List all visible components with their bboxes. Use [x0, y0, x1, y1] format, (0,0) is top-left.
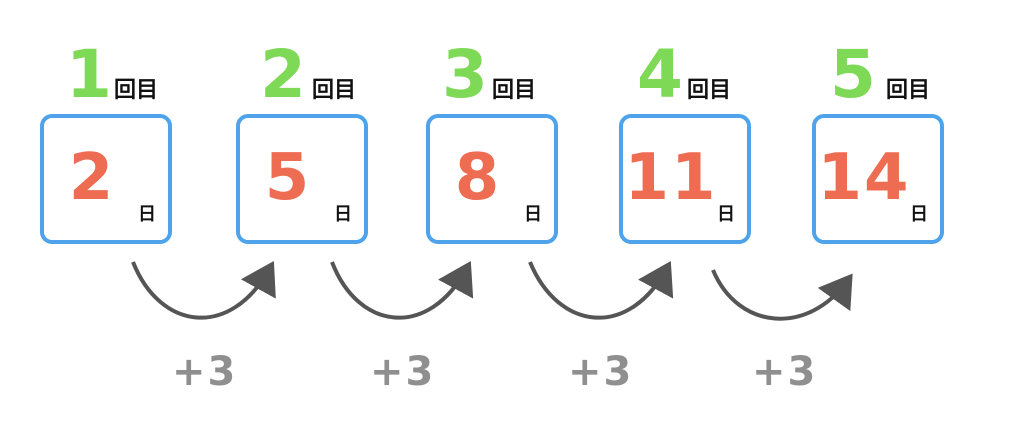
- step-2: 2 回目 5 日: [236, 0, 416, 250]
- day-number: 2: [68, 141, 116, 215]
- increment-label-2: +3: [370, 349, 436, 395]
- ordinal-unit: 回目: [886, 78, 931, 103]
- increment-label-1: +3: [172, 349, 238, 395]
- day-box: 5 日: [236, 114, 368, 244]
- step-5: 5 回目 14 日: [812, 0, 992, 250]
- step-3: 3 回目 8 日: [426, 0, 606, 250]
- transition-arrow-3: [528, 260, 674, 320]
- step-4: 4 回目 11 日: [619, 0, 799, 250]
- ordinal-number: 1: [66, 36, 112, 113]
- day-unit: 日: [524, 204, 542, 225]
- ordinal-number: 5: [830, 36, 876, 113]
- ordinal-unit: 回目: [312, 78, 357, 103]
- increment-label-3: +3: [568, 349, 634, 395]
- ordinal-number: 4: [637, 36, 683, 113]
- day-number: 5: [264, 141, 312, 215]
- transition-arrow-2: [330, 260, 474, 320]
- day-number: 11: [624, 141, 718, 215]
- ordinal-unit: 回目: [114, 78, 159, 103]
- increment-label-4: +3: [752, 349, 818, 395]
- day-box: 2 日: [40, 114, 172, 244]
- transition-arrow-4: [711, 269, 853, 321]
- day-box: 14 日: [812, 114, 944, 244]
- day-unit: 日: [717, 204, 735, 225]
- day-unit: 日: [910, 204, 928, 225]
- day-box: 8 日: [426, 114, 558, 244]
- ordinal-number: 2: [260, 36, 306, 113]
- step-1: 1 回目 2 日: [40, 0, 220, 250]
- day-unit: 日: [138, 204, 156, 225]
- day-number: 8: [454, 141, 502, 215]
- day-unit: 日: [334, 204, 352, 225]
- day-number: 14: [817, 141, 911, 215]
- day-box: 11 日: [619, 114, 751, 244]
- ordinal-number: 3: [442, 36, 488, 113]
- ordinal-unit: 回目: [492, 78, 537, 103]
- ordinal-unit: 回目: [687, 78, 732, 103]
- transition-arrow-1: [131, 261, 276, 320]
